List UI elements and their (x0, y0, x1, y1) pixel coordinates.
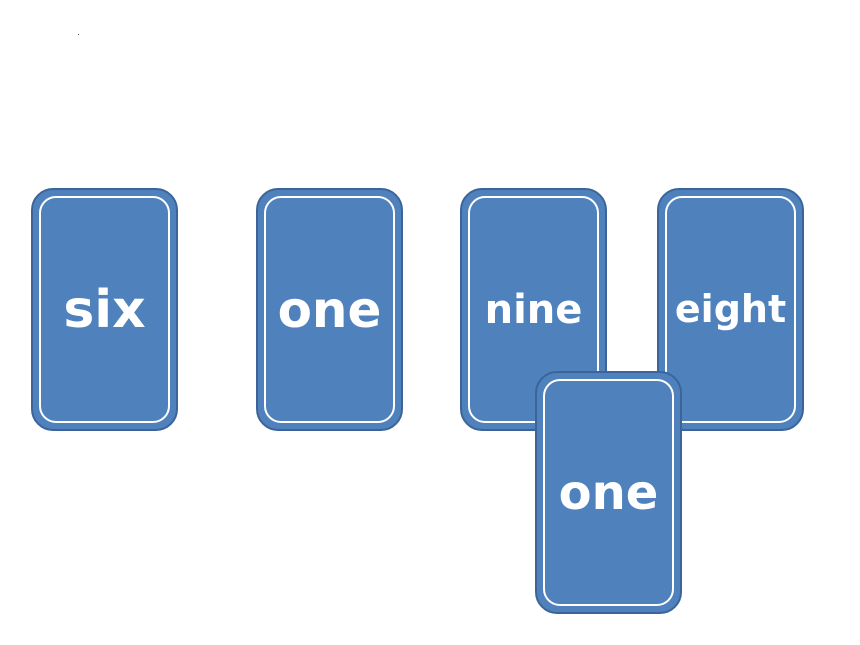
card-one-bottom: one (535, 371, 682, 614)
card-six: six (31, 188, 178, 431)
card-label: six (63, 279, 146, 340)
card-nine: nine (460, 188, 607, 431)
card-label: eight (674, 287, 787, 331)
card-inner-frame: eight (665, 196, 796, 423)
card-inner-frame: six (39, 196, 170, 423)
card-label: one (558, 464, 659, 521)
card-label: one (277, 280, 382, 339)
card-inner-frame: one (264, 196, 395, 423)
card-label: nine (484, 287, 583, 333)
stray-dot (78, 34, 79, 35)
card-one-top: one (256, 188, 403, 431)
card-inner-frame: nine (468, 196, 599, 423)
card-eight: eight (657, 188, 804, 431)
card-inner-frame: one (543, 379, 674, 606)
